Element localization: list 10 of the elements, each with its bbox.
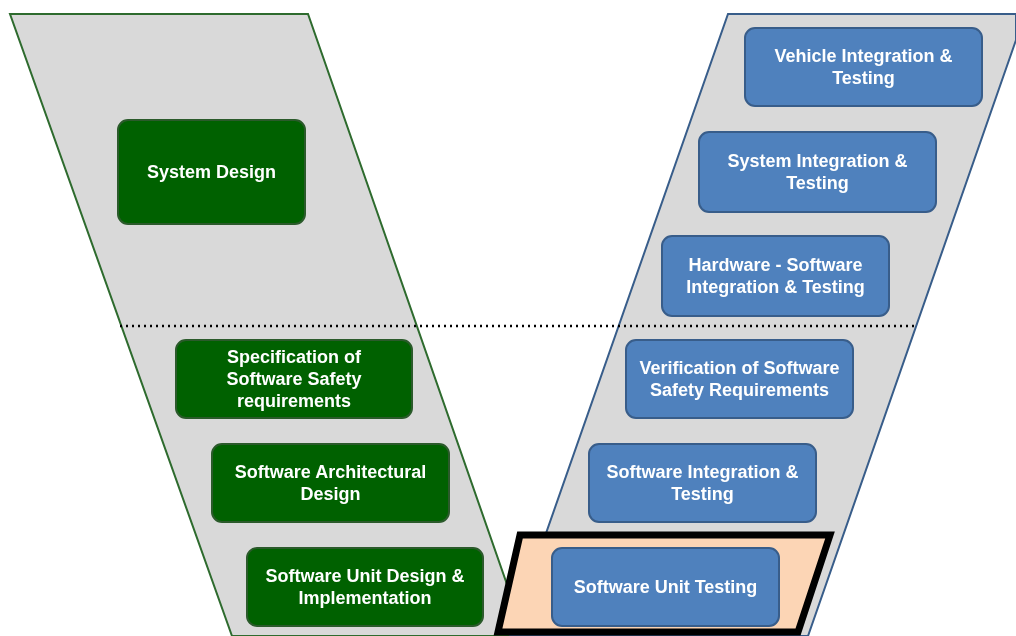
testing-phase-box: Vehicle Integration & Testing	[744, 27, 983, 107]
design-phase-box: Specification of Software Safety requirements	[175, 339, 413, 419]
testing-phase-box: Hardware - Software Integration & Testing	[661, 235, 890, 317]
design-phase-box: Software Architectural Design	[211, 443, 450, 523]
testing-phase-box: Verification of Software Safety Requirements	[625, 339, 854, 419]
testing-phase-box: System Integration & Testing	[698, 131, 937, 213]
design-phase-box: System Design	[117, 119, 306, 225]
design-phase-box: Software Unit Design & Implementation	[246, 547, 484, 627]
testing-phase-box: Software Integration & Testing	[588, 443, 817, 523]
testing-phase-box: Software Unit Testing	[551, 547, 780, 627]
